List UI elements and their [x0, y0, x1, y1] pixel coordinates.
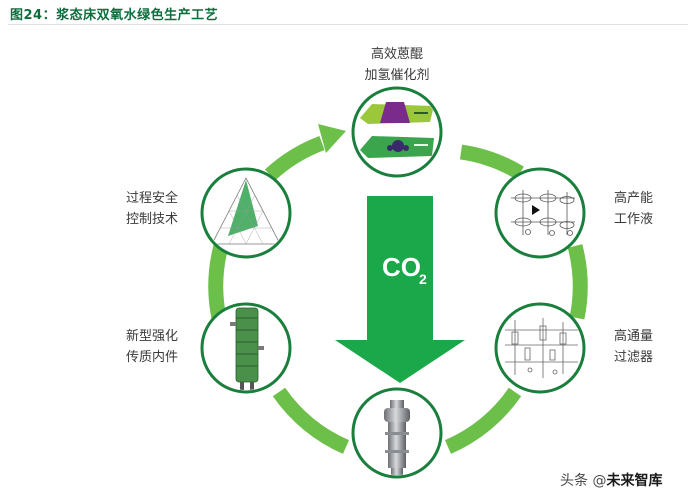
label-mass-transfer-line2: 传质内件 — [125, 350, 178, 365]
co2-arrow — [335, 196, 465, 383]
label-catalyst-line1: 高效蒽醌 — [370, 47, 423, 62]
label-working-solution-line1: 高产能 — [614, 191, 654, 206]
node-working-solution — [494, 167, 586, 259]
watermark: 头条 @未来智库 — [560, 470, 662, 490]
label-catalyst: 高效蒽醌 加氢催化剂 — [352, 44, 442, 86]
label-safety-control-line2: 控制技术 — [125, 212, 178, 227]
ring-arrowhead — [318, 124, 346, 153]
ring-arc-top-left — [264, 135, 325, 181]
label-working-solution-line2: 工作液 — [614, 212, 654, 227]
label-filter: 高通量 过滤器 — [614, 326, 653, 368]
node-safety-control — [200, 167, 292, 259]
catalyst-image — [355, 90, 439, 174]
node-filter — [494, 302, 586, 394]
label-working-solution: 高产能 工作液 — [614, 188, 653, 230]
co2-label: CO — [382, 252, 421, 282]
reactor-image — [384, 400, 410, 475]
co2-subscript: 2 — [419, 271, 427, 287]
ring-arc-top-right — [459, 144, 524, 180]
label-filter-line1: 高通量 — [614, 329, 654, 344]
node-mass-transfer — [200, 302, 292, 394]
node-catalyst — [351, 86, 443, 178]
ring-arc-bottom-right — [444, 387, 522, 454]
title-divider — [8, 24, 688, 25]
ring-arc-right — [567, 244, 588, 320]
label-filter-line2: 过滤器 — [614, 350, 654, 365]
flow-sheet-image — [511, 190, 575, 236]
node-reactor — [351, 387, 443, 479]
filter-schematic-image — [505, 318, 578, 378]
ring-arc-left — [208, 244, 229, 320]
column-image — [230, 307, 264, 390]
label-mass-transfer-line1: 新型强化 — [125, 329, 178, 344]
label-safety-control: 过程安全 控制技术 — [110, 188, 178, 230]
watermark-prefix: 头条 @ — [560, 473, 607, 489]
label-safety-control-line1: 过程安全 — [125, 191, 178, 206]
figure-title: 图24：浆态床双氧水绿色生产工艺 — [10, 8, 219, 23]
label-mass-transfer: 新型强化 传质内件 — [110, 326, 178, 368]
ternary-diagram-image — [211, 177, 281, 245]
label-catalyst-line2: 加氢催化剂 — [364, 68, 430, 83]
ring-arc-bottom-left — [272, 387, 350, 454]
watermark-name: 未来智库 — [606, 473, 663, 489]
